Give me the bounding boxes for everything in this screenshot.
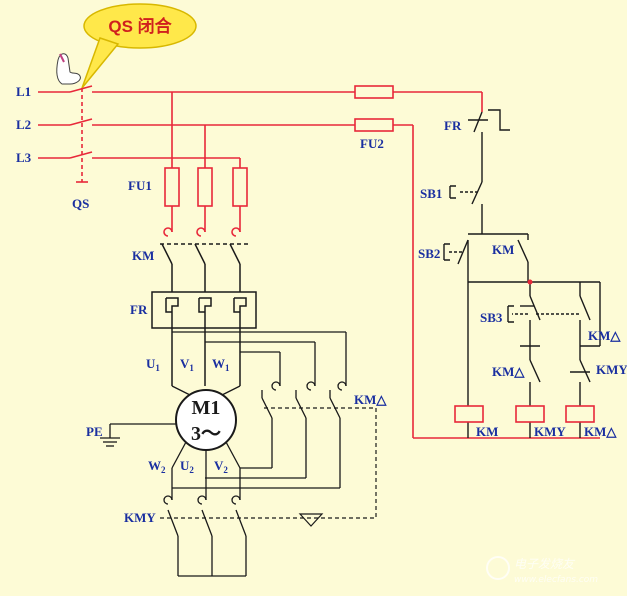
label-l2: L2 xyxy=(16,117,31,132)
terminal-w2: W2 xyxy=(148,458,166,475)
label-fu1: FU1 xyxy=(128,178,152,193)
label-kmy-nc: KMY xyxy=(596,362,627,377)
motor-phase: 3～ xyxy=(191,423,221,445)
km-main-blades xyxy=(160,243,250,292)
coil-kmy xyxy=(515,405,545,423)
supply-lines xyxy=(38,85,600,439)
fr-main-relay xyxy=(151,291,257,386)
terminal-u2: U2 xyxy=(180,458,194,475)
label-fr-ctrl: FR xyxy=(444,118,462,133)
terminal-v1: V1 xyxy=(180,356,194,373)
watermark-text: 电子发烧友 xyxy=(514,557,576,571)
label-km-aux: KM xyxy=(492,242,514,257)
label-coil-km-delta: KM△ xyxy=(584,424,617,439)
junction-dot xyxy=(527,279,533,285)
label-km-delta-aux: KM△ xyxy=(588,328,621,343)
km-main-contacts xyxy=(163,206,241,237)
label-sb2: SB2 xyxy=(418,246,440,261)
fu2-fuses xyxy=(354,85,394,132)
kmy-main-contacts xyxy=(163,468,247,577)
label-coil-kmy: KMY xyxy=(534,424,566,439)
delta-wiring xyxy=(172,331,347,489)
motor-name: M1 xyxy=(192,397,221,419)
label-km-main: KM xyxy=(132,248,154,263)
watermark-url: www.elecfans.com xyxy=(514,575,598,585)
ground-icon xyxy=(100,423,176,447)
control-circuit xyxy=(443,109,601,438)
hand-pointer-icon xyxy=(56,53,81,85)
label-coil-km: KM xyxy=(476,424,498,439)
label-fr-main: FR xyxy=(130,302,148,317)
callout-text: QS 闭合 xyxy=(108,16,172,36)
fu1-fuses xyxy=(164,167,248,207)
label-l1: L1 xyxy=(16,84,31,99)
labels: L1 L2 L3 QS FU1 FU2 KM FR FR SB1 SB2 KM … xyxy=(16,84,627,525)
coil-km xyxy=(454,405,484,423)
watermark: 电子发烧友 www.elecfans.com xyxy=(486,556,598,585)
label-km-delta-contacts: KM△ xyxy=(354,392,387,407)
label-qs: QS xyxy=(72,196,89,211)
label-sb3: SB3 xyxy=(480,310,503,325)
delta-dashed-link xyxy=(160,407,377,519)
motor: M1 3～ xyxy=(171,385,241,478)
label-km-delta-nc: KM△ xyxy=(492,364,525,379)
terminal-w1: W1 xyxy=(212,356,230,373)
coil-km-delta xyxy=(565,405,595,423)
callout: QS 闭合 xyxy=(81,3,197,89)
label-fu2: FU2 xyxy=(360,136,384,151)
terminal-v2: V2 xyxy=(214,458,228,475)
mechanical-interlock-icon xyxy=(298,513,324,527)
label-l3: L3 xyxy=(16,150,32,165)
label-sb1: SB1 xyxy=(420,186,442,201)
label-pe: PE xyxy=(86,424,103,439)
coils xyxy=(454,405,595,423)
terminal-u1: U1 xyxy=(146,356,160,373)
label-kmy-contacts: KMY xyxy=(124,510,156,525)
